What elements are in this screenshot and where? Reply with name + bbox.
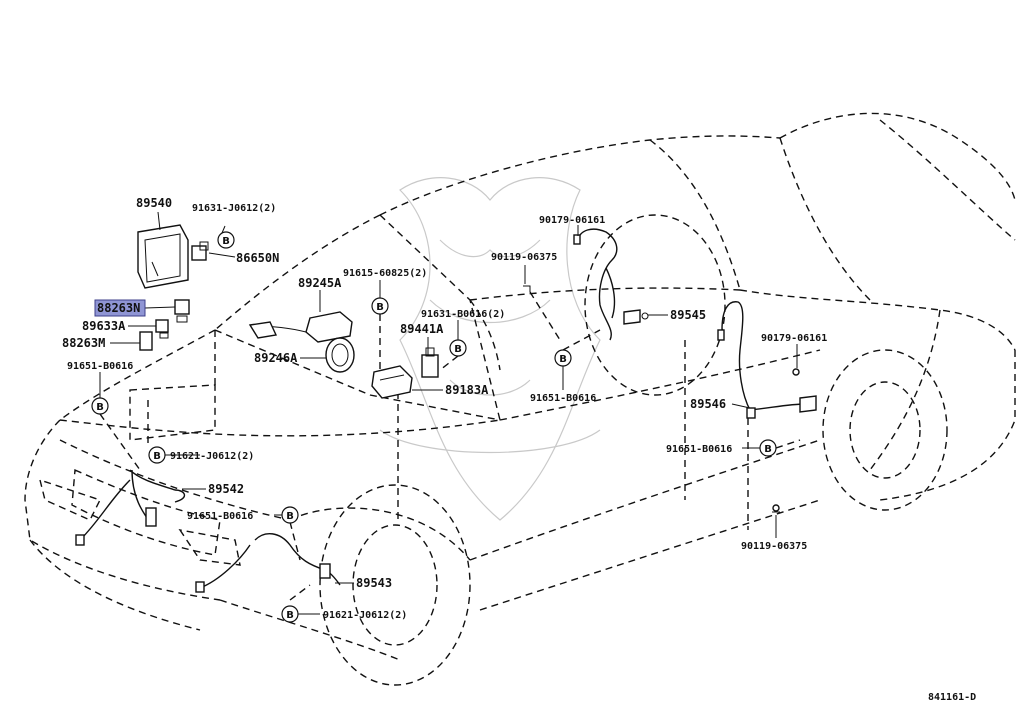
label-91615-60825[interactable]: 91615-60825(2) (343, 268, 427, 279)
selected-part-highlight (94, 299, 146, 317)
svg-text:B: B (764, 444, 772, 455)
label-89441a[interactable]: 89441A (400, 322, 444, 336)
part-89633a[interactable] (155, 319, 169, 339)
bolt-marker-7[interactable]: B (449, 339, 467, 357)
label-90179-06161-a[interactable]: 90179-06161 (539, 215, 605, 226)
part-89245a[interactable] (248, 311, 353, 343)
label-88263n[interactable]: 88263N (97, 301, 140, 315)
bolt-marker-8[interactable]: B (554, 349, 572, 367)
label-90119-06375-b[interactable]: 90119-06375 (741, 541, 807, 552)
part-86650n[interactable] (191, 241, 209, 261)
label-89183a[interactable]: 89183A (445, 383, 489, 397)
diagram-code: 841161-D (928, 692, 976, 703)
label-91651-b0616-b[interactable]: 91651-B0616 (187, 511, 253, 522)
svg-text:B: B (286, 511, 294, 522)
part-89542-harness[interactable] (75, 469, 186, 546)
label-89542[interactable]: 89542 (208, 482, 244, 496)
leader-lines (99, 211, 801, 615)
label-90179-06161-b[interactable]: 90179-06161 (761, 333, 827, 344)
svg-text:B: B (96, 402, 104, 413)
label-91621-j0612-b[interactable]: 91621-J0612(2) (323, 610, 407, 621)
part-bolts (523, 285, 800, 513)
label-89546[interactable]: 89546 (690, 397, 726, 411)
bolt-marker-2[interactable]: B (91, 397, 109, 415)
svg-text:B: B (559, 354, 567, 365)
svg-text:B: B (376, 302, 384, 313)
label-89633a[interactable]: 89633A (82, 319, 126, 333)
part-89545-sensor[interactable] (573, 228, 649, 341)
label-89545[interactable]: 89545 (670, 308, 706, 322)
part-labels: 89540 91631-J0612(2) 86650N 88263N 89633… (62, 196, 976, 703)
part-89183a[interactable] (371, 365, 413, 399)
part-89546-sensor[interactable] (717, 301, 817, 419)
part-89540-ecu[interactable] (137, 224, 189, 289)
label-89246a[interactable]: 89246A (254, 351, 298, 365)
part-88263m[interactable] (139, 331, 153, 351)
part-89543-harness[interactable] (195, 533, 341, 593)
bolt-marker-6[interactable]: B (371, 297, 389, 315)
bolt-marker-3[interactable]: B (148, 446, 166, 464)
watermark-emblem (379, 177, 601, 521)
label-89543[interactable]: 89543 (356, 576, 392, 590)
svg-text:B: B (153, 451, 161, 462)
label-91621-j0612-a[interactable]: 91621-J0612(2) (170, 451, 254, 462)
label-89540[interactable]: 89540 (136, 196, 172, 210)
bolt-marker-9[interactable]: B (759, 439, 777, 457)
label-86650n[interactable]: 86650N (236, 251, 279, 265)
label-91631-b0616[interactable]: 91631-B0616(2) (421, 309, 505, 320)
label-91651-b0616-d[interactable]: 91651-B0616 (666, 444, 732, 455)
part-89441a[interactable] (421, 347, 439, 378)
svg-text:B: B (222, 236, 230, 247)
bolt-marker-1[interactable]: B (217, 231, 235, 249)
label-91651-b0616-c[interactable]: 91651-B0616 (530, 393, 596, 404)
label-91631-j0612[interactable]: 91631-J0612(2) (192, 203, 276, 214)
car-outline (24, 112, 1016, 686)
label-88263m[interactable]: 88263M (62, 336, 105, 350)
bolt-marker-4[interactable]: B (281, 506, 299, 524)
svg-text:B: B (454, 344, 462, 355)
bolt-marker-5[interactable]: B (281, 605, 299, 623)
label-91651-b0616-a[interactable]: 91651-B0616 (67, 361, 133, 372)
part-88263n[interactable] (174, 299, 190, 323)
part-89246a[interactable] (325, 337, 355, 373)
label-89245a[interactable]: 89245A (298, 276, 342, 290)
svg-text:B: B (286, 610, 294, 621)
label-90119-06375-a[interactable]: 90119-06375 (491, 252, 557, 263)
